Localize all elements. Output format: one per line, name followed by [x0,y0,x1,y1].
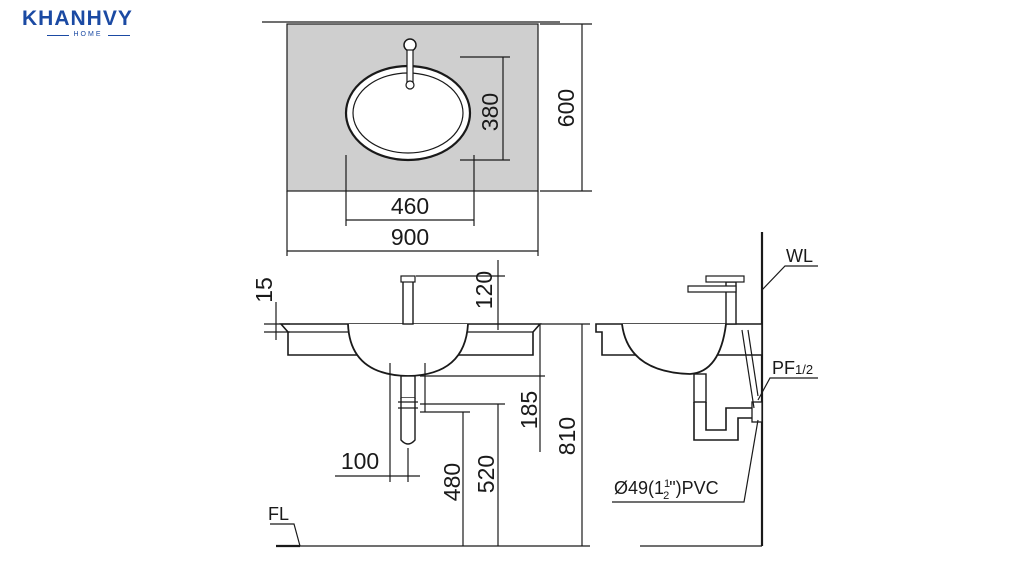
dim-drain-offset: 100 [341,448,379,474]
supply-leader [757,377,818,401]
front-view: 15 120 185 810 520 480 100 FL [251,260,590,548]
faucet-elevation-icon [402,277,414,325]
supply-hose-icon-2 [747,329,759,397]
faucet-spout-side-icon [687,285,737,293]
pipe-spec-suffix: ")PVC [669,478,718,498]
top-view: 380 600 460 900 [262,21,592,256]
supply-size-text: 1/2 [795,362,813,377]
wall-leader [761,265,818,291]
dim-bowl-depth: 380 [477,93,503,131]
p-trap-icon [400,398,416,445]
wall-flange-icon [751,401,763,423]
dim-counter-width: 900 [391,224,429,250]
dim-bowl-width: 460 [391,193,429,219]
supply-hose-icon [741,329,755,409]
pipe-frac-num: 1 [664,478,670,490]
pipe-leader [612,419,759,503]
drain-side-icon [693,373,707,403]
dim-trap-height: 480 [439,463,465,501]
tagline-rule-left [46,34,69,36]
faucet-lever-icon [705,275,745,283]
dim-drain-depth: 185 [516,391,542,429]
floor-label: FL [268,504,289,524]
brand-tagline-row: HOME [22,31,154,39]
wall-label: WL [786,246,813,266]
faucet-handle-icon [400,275,416,283]
faucet-base-icon [403,38,417,52]
basin-bowl-side [621,323,727,375]
faucet-spout-icon [406,49,414,83]
pipe-spec-prefix: Ø49(1 [614,478,664,498]
trap-side-inner [705,402,752,431]
dim-drain-height: 520 [473,455,499,493]
pipe-frac-den: 2 [663,490,669,502]
drain-hole-icon [405,80,415,90]
trap-side-icon [693,402,752,441]
brand-name: KHANHVY [22,7,133,30]
dim-total-height: 810 [554,417,580,455]
basin-bowl-elevation [347,323,469,377]
floor-leader [270,523,301,547]
brand-tagline: HOME [73,31,103,38]
supply-label-text: PF [772,358,795,378]
dim-faucet-height: 120 [471,271,497,309]
dim-rim-thickness: 15 [251,277,277,303]
drain-tailpiece-icon [400,375,416,399]
supply-label: PF1/2 [772,358,813,378]
tagline-rule-right [107,34,130,36]
brand-logo: KHANHVY HOME [22,8,154,39]
dim-counter-depth: 600 [553,89,579,127]
